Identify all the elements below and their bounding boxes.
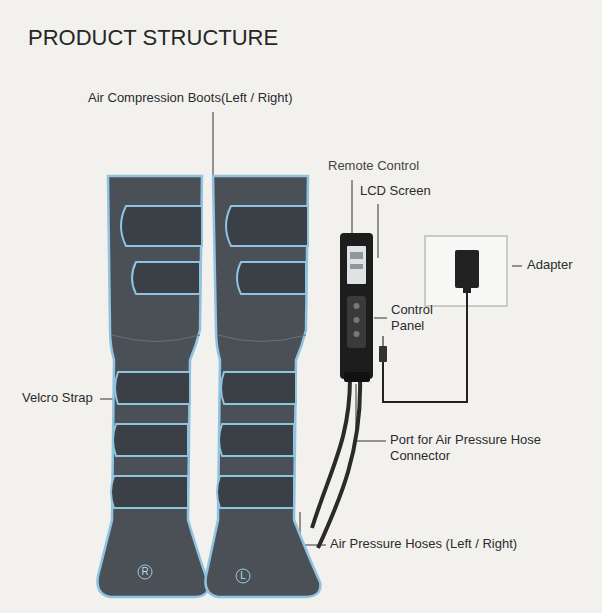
part-label: Velcro Strap bbox=[22, 390, 93, 406]
part-label: Remote Control bbox=[328, 158, 419, 174]
side-mark: R bbox=[138, 567, 152, 577]
part-label: LCD Screen bbox=[360, 183, 431, 199]
part-label: Port for Air Pressure Hose Connector bbox=[390, 432, 590, 465]
diagram-title: PRODUCT STRUCTURE bbox=[28, 24, 278, 52]
part-label: Air Compression Boots(Left / Right) bbox=[88, 90, 292, 106]
part-label: Adapter bbox=[527, 257, 573, 273]
part-label: Air Pressure Hoses (Left / Right) bbox=[330, 536, 517, 552]
part-label: Control Panel bbox=[391, 302, 453, 335]
side-mark: L bbox=[236, 571, 250, 581]
